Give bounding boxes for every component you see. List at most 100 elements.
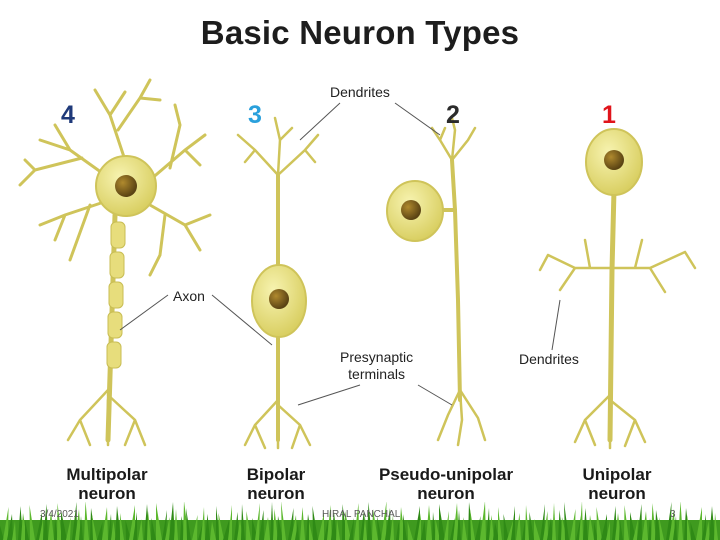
grass-blade: [417, 513, 421, 540]
grass-blade: [493, 522, 499, 540]
grass-blade: [690, 522, 696, 540]
grass-blade: [97, 522, 103, 540]
grass-blade: [666, 502, 672, 540]
grass-blade: [385, 508, 391, 540]
grass-blade: [165, 517, 170, 540]
grass-blade: [709, 506, 715, 540]
grass-footer-decoration: [0, 502, 720, 540]
grass-blade: [156, 503, 162, 540]
grass-blade: [435, 519, 440, 540]
grass-blade: [377, 516, 382, 540]
grass-blade: [133, 512, 137, 540]
bipolar-neuron-drawing: [236, 116, 320, 450]
grass-blade: [534, 519, 540, 540]
grass-blade: [125, 520, 131, 540]
grass-blade: [312, 506, 318, 540]
grass-blade: [331, 512, 337, 540]
grass-blade: [381, 502, 387, 540]
grass-blade: [583, 508, 588, 540]
grass-blade: [39, 519, 43, 540]
footer-author: HIRAL PANCHAL: [322, 509, 401, 520]
grass-blade: [129, 505, 135, 540]
grass-blade: [705, 521, 710, 540]
grass-blade: [246, 511, 251, 540]
grass-blade: [12, 521, 16, 540]
grass-blade: [336, 519, 340, 540]
grass-blade: [120, 513, 124, 540]
grass-blade: [3, 507, 9, 540]
grass-blade: [201, 507, 205, 540]
grass-blade: [281, 502, 286, 540]
grass-blade: [642, 511, 648, 540]
grass-blade: [84, 502, 89, 540]
grass-blade: [714, 513, 718, 540]
grass-blade: [277, 516, 283, 540]
grass-blade: [403, 514, 407, 540]
grass-blade: [457, 510, 461, 540]
grass-blade: [318, 513, 324, 540]
grass-blade: [66, 517, 71, 540]
grass-blade: [255, 503, 260, 540]
grass-blade: [138, 519, 143, 540]
grass-blade: [601, 514, 607, 540]
grass-blade: [651, 503, 656, 540]
grass-blade: [529, 512, 534, 540]
grass-blade: [421, 520, 426, 540]
grass-blade: [151, 518, 156, 540]
grass-blade: [61, 510, 67, 540]
unipolar-neuron-drawing: [538, 187, 697, 450]
label-number-pseudo-unipolar: 2: [446, 101, 460, 129]
grass-blade: [327, 505, 332, 540]
grass-blade: [54, 518, 58, 540]
grass-blade: [540, 504, 545, 540]
callout-lines: [119, 102, 561, 406]
grass-blade: [579, 502, 583, 540]
grass-blade: [75, 509, 81, 540]
grass-blade: [470, 509, 475, 540]
grass-blade: [619, 520, 623, 540]
footer-date: 3/4/2021: [40, 509, 79, 520]
grass-blade: [367, 502, 372, 540]
grass-blade: [426, 505, 432, 540]
grass-blade: [218, 513, 224, 540]
grass-blade: [624, 505, 629, 540]
grass-blade: [390, 515, 394, 540]
grass-blade: [264, 517, 270, 540]
grass-blade: [162, 510, 167, 540]
grass-blade: [475, 516, 481, 540]
grass-blade: [507, 521, 513, 540]
grass-blade: [547, 518, 553, 540]
grass-blade: [169, 502, 175, 540]
footer-page-number: 3: [670, 509, 676, 520]
grass-blade: [648, 518, 652, 540]
grass-blade: [309, 521, 313, 540]
grass-blade: [174, 509, 178, 540]
grass-blade: [228, 505, 232, 540]
callout-dendrites-top: Dendrites: [330, 84, 390, 100]
grass-blade: [223, 520, 229, 540]
pseudo-unipolar-nucleus: [401, 200, 421, 220]
grass-blade: [291, 515, 297, 540]
grass-blade: [25, 520, 29, 540]
grass-blade: [186, 508, 191, 540]
grass-blade: [345, 511, 351, 540]
grass-blade: [111, 521, 116, 540]
grass-blade: [480, 502, 486, 540]
grass-blade: [612, 506, 617, 540]
grass-blade: [210, 521, 216, 540]
grass-blade: [552, 503, 556, 540]
grass-blade: [453, 503, 459, 540]
grass-blade: [516, 513, 521, 540]
grass-blade: [503, 514, 509, 540]
grass-blade: [205, 514, 210, 540]
grass-blade: [0, 525, 4, 540]
grass-blade: [498, 507, 502, 540]
grass-blade: [48, 511, 54, 540]
